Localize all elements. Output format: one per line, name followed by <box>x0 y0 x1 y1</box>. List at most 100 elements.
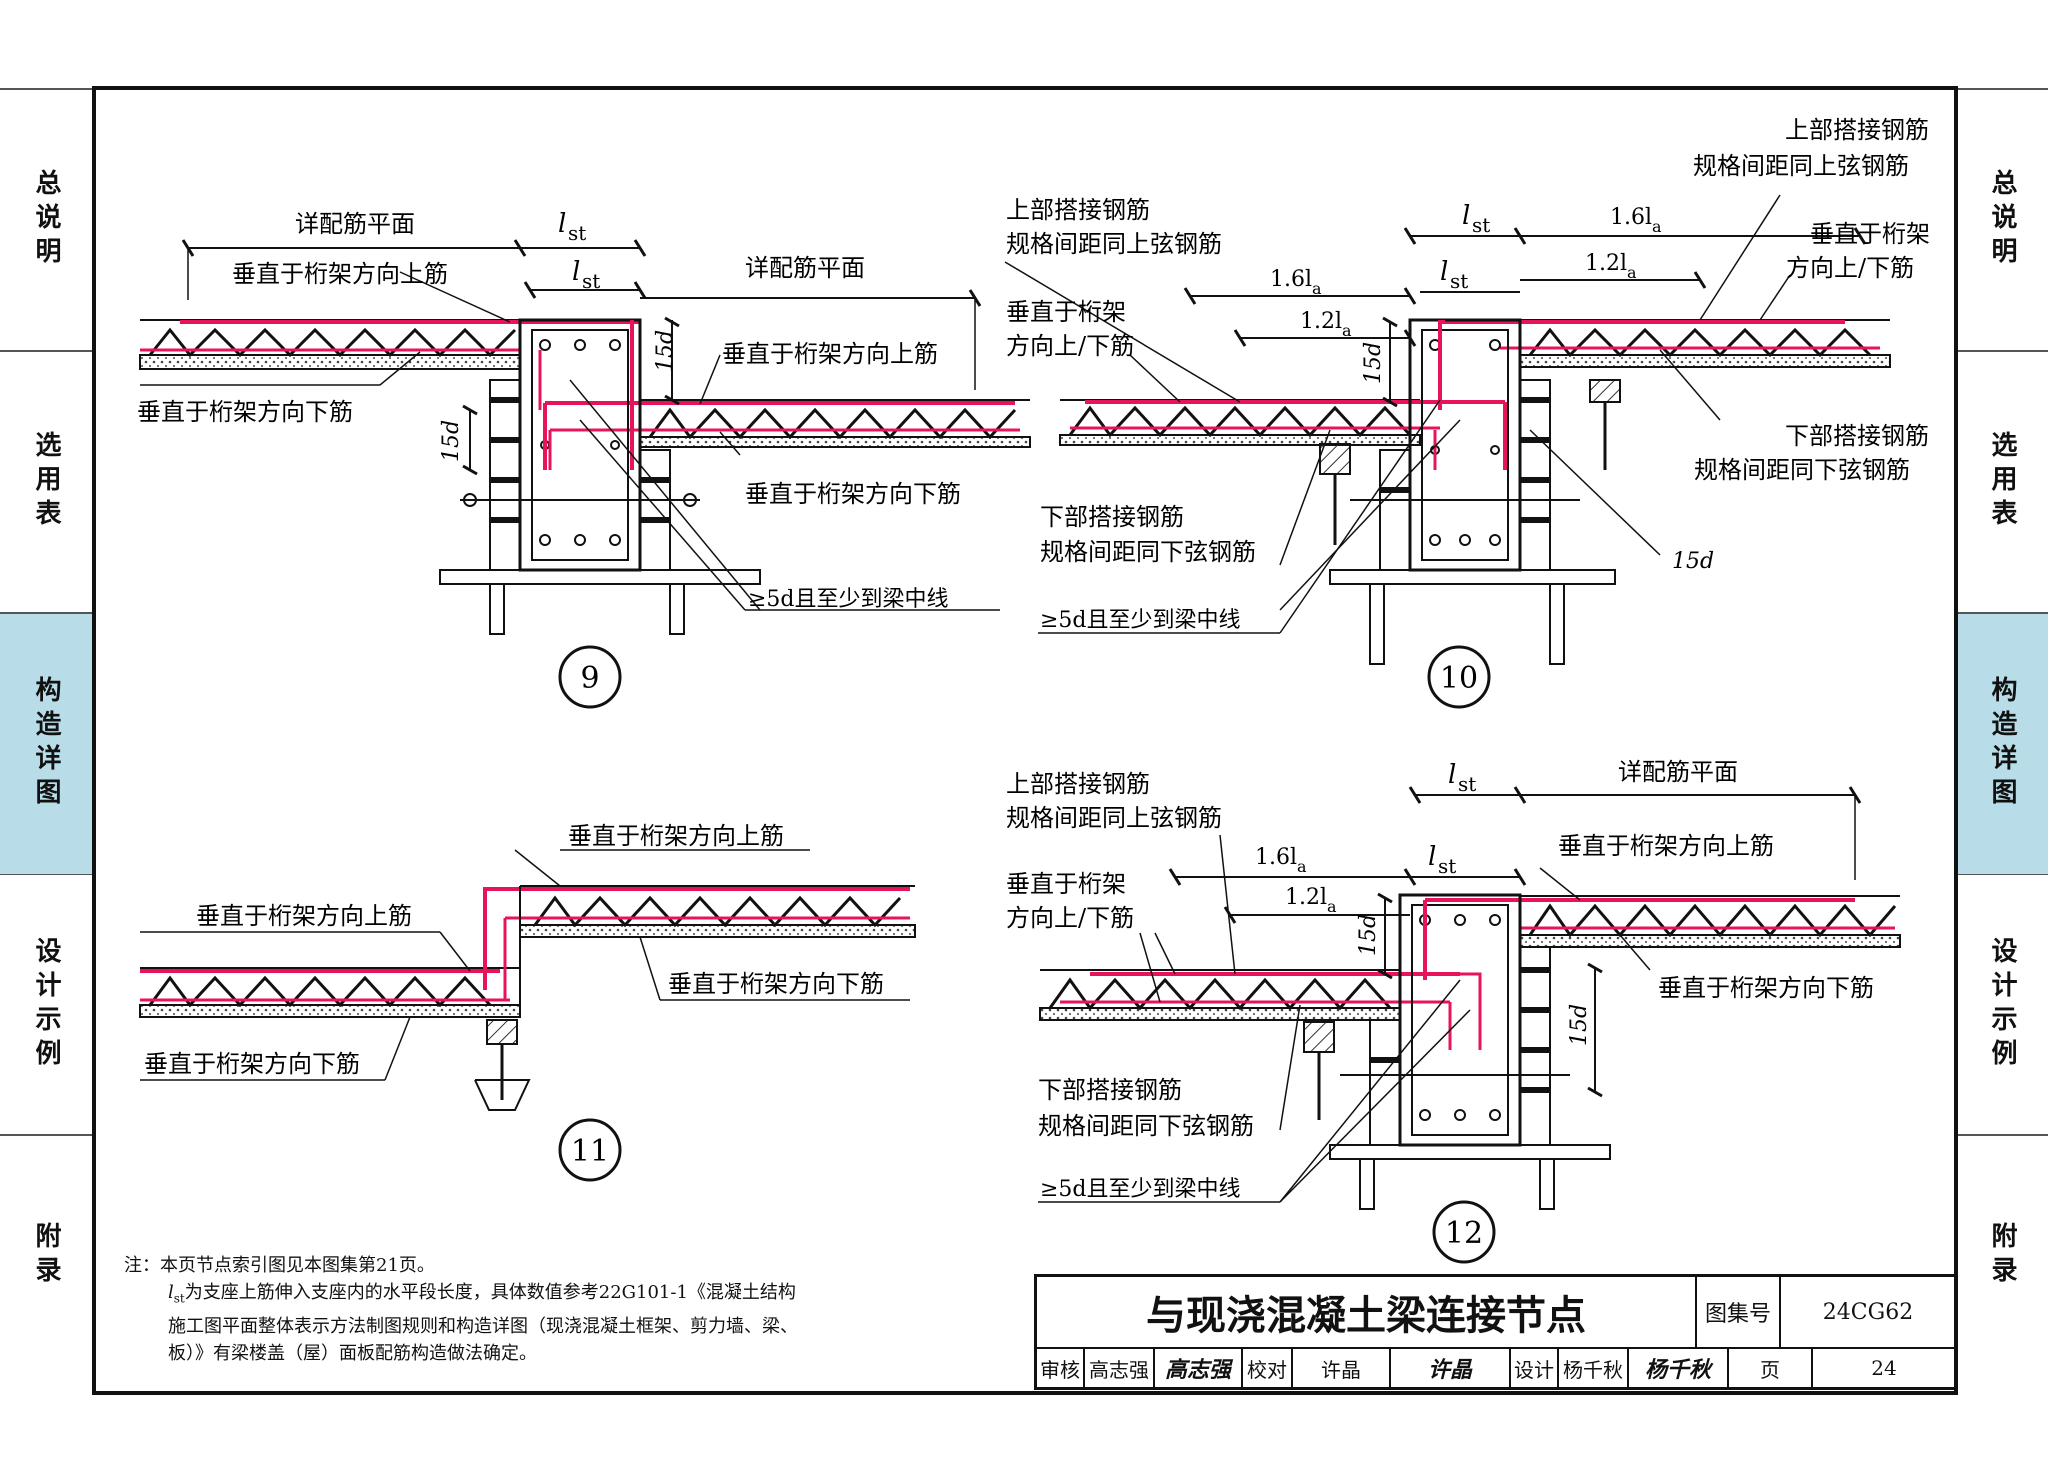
d12-lap-top-1: 上部搭接钢筋 <box>1006 770 1150 798</box>
tab-general[interactable]: 总说明 <box>0 90 92 350</box>
tab-label: 总说明 <box>31 169 61 271</box>
tab-appendix[interactable]: 附录 <box>0 1136 92 1376</box>
d12-dim-16la: 1.6l <box>1255 845 1297 870</box>
d10-dim-16la-right: 1.6l <box>1610 205 1652 230</box>
note-lst-sub: st <box>173 1291 185 1306</box>
detail-9 <box>139 239 1031 709</box>
d11-bottom-bar-right: 垂直于桁架方向下筋 <box>668 970 884 998</box>
detail-12 <box>1038 786 1901 1264</box>
tab-selection-right[interactable]: 选用表 <box>1956 352 2048 612</box>
tab-label: 附录 <box>1987 1222 2017 1290</box>
d10-dim-15d: 15d <box>1361 342 1386 384</box>
d10-number: 10 <box>1440 661 1478 696</box>
d9-lst-symbol: l <box>558 209 566 239</box>
d10-la-sub-2: a <box>1342 321 1352 340</box>
tab-label: 总说明 <box>1987 169 2017 271</box>
d10-lap-bot-left-2: 规格间距同下弦钢筋 <box>1040 538 1256 566</box>
reviewer-name: 高志强 <box>1085 1349 1155 1387</box>
d9-lst-symbol-2: l <box>572 257 580 287</box>
designer-signature: 杨千秋 <box>1629 1349 1729 1387</box>
d9-det-plane-right: 详配筋平面 <box>745 254 865 282</box>
d9-top-bar-left: 垂直于桁架方向上筋 <box>232 260 448 288</box>
tab-label: 附录 <box>31 1222 61 1290</box>
d10-truss-right-2: 方向上/下筋 <box>1786 254 1914 282</box>
review-label: 审核 <box>1037 1349 1085 1387</box>
reviewer-signature: 高志强 <box>1155 1349 1243 1387</box>
page-label: 页 <box>1729 1349 1813 1387</box>
d10-truss-left-1: 垂直于桁架 <box>1006 298 1126 326</box>
detail-10 <box>1004 194 1891 709</box>
d12-truss-2: 方向上/下筋 <box>1006 904 1134 932</box>
design-label: 设计 <box>1511 1349 1559 1387</box>
tab-design-example[interactable]: 设计示例 <box>0 875 92 1135</box>
d10-lst-symbol-2: l <box>1440 257 1448 287</box>
d10-la-sub: a <box>1312 279 1322 298</box>
drawing-title: 与现浇混凝土梁连接节点 <box>1037 1277 1697 1349</box>
d12-la-sub-2: a <box>1327 897 1337 916</box>
tab-label: 构造详图 <box>31 676 61 812</box>
d10-dim-15d-right: 15d <box>1672 549 1714 574</box>
title-block: 与现浇混凝土梁连接节点 图集号 24CG62 审核 高志强 高志强 校对 许晶 … <box>1034 1274 1958 1390</box>
d10-lst-sub: st <box>1472 213 1490 237</box>
d9-top-bar-right: 垂直于桁架方向上筋 <box>722 340 938 368</box>
d10-truss-left-2: 方向上/下筋 <box>1006 332 1134 360</box>
tab-details-right[interactable]: 构造详图 <box>1956 614 2048 874</box>
d11-bottom-bar-left: 垂直于桁架方向下筋 <box>144 1050 360 1078</box>
note-line-2: lst为支座上筋伸入支座内的水平段长度，具体数值参考22G101-1《混凝土结构 <box>124 1279 1024 1313</box>
d12-lap-bot-1: 下部搭接钢筋 <box>1038 1076 1182 1104</box>
d12-anchor-note: ≥5d且至少到梁中线 <box>1040 1177 1241 1202</box>
d9-lst-sub: st <box>568 221 586 245</box>
d9-dim-15d-b: 15d <box>439 420 464 462</box>
tab-label: 构造详图 <box>1987 676 2017 812</box>
tab-label: 设计示例 <box>1987 937 2017 1073</box>
d12-lst-symbol-2: l <box>1428 842 1436 872</box>
d12-dim-15d-a: 15d <box>1356 914 1381 956</box>
d10-lap-bot-left-1: 下部搭接钢筋 <box>1040 503 1184 531</box>
d10-la-sub-4: a <box>1627 263 1637 282</box>
d9-dim-15d-a: 15d <box>653 330 678 372</box>
tab-label: 选用表 <box>31 431 61 533</box>
d9-bottom-bar-right: 垂直于桁架方向下筋 <box>745 480 961 508</box>
d10-lap-bot-right-2: 规格间距同下弦钢筋 <box>1694 456 1910 484</box>
d12-dim-12la: 1.2l <box>1285 885 1327 910</box>
d10-anchor-note: ≥5d且至少到梁中线 <box>1040 608 1241 633</box>
atlas-label: 图集号 <box>1697 1277 1781 1349</box>
d12-dim-15d-b: 15d <box>1567 1004 1592 1046</box>
designer-name: 杨千秋 <box>1559 1349 1629 1387</box>
checker-name: 许晶 <box>1293 1349 1391 1387</box>
d10-lap-top-right-1: 上部搭接钢筋 <box>1785 116 1929 144</box>
page-number: 24 <box>1871 1356 1897 1380</box>
tab-label: 选用表 <box>1987 431 2017 533</box>
d12-number: 12 <box>1445 1216 1483 1251</box>
d9-number: 9 <box>580 661 599 696</box>
d10-la-sub-3: a <box>1652 217 1662 236</box>
note-line-1: 注：本页节点索引图见本图集第21页。 <box>124 1255 435 1276</box>
detail-11 <box>139 849 916 1182</box>
d10-dim-12la-right: 1.2l <box>1585 251 1627 276</box>
tab-details[interactable]: 构造详图 <box>0 614 92 874</box>
note-lst-symbol: l <box>168 1282 174 1303</box>
tab-appendix-right[interactable]: 附录 <box>1956 1136 2048 1376</box>
d9-bottom-bar-left: 垂直于桁架方向下筋 <box>137 398 353 426</box>
d10-lap-top-left-2: 规格间距同上弦钢筋 <box>1006 230 1222 258</box>
d12-bottom-bar: 垂直于桁架方向下筋 <box>1658 974 1874 1002</box>
d10-truss-right-1: 垂直于桁架 <box>1810 220 1930 248</box>
atlas-number: 24CG62 <box>1781 1277 1955 1349</box>
d12-lap-bot-2: 规格间距同下弦钢筋 <box>1038 1112 1254 1140</box>
tab-selection[interactable]: 选用表 <box>0 352 92 612</box>
checker-signature: 许晶 <box>1391 1349 1511 1387</box>
d10-dim-16la: 1.6l <box>1270 267 1312 292</box>
d12-lst-symbol: l <box>1448 760 1456 790</box>
d9-det-plane-left: 详配筋平面 <box>295 210 415 238</box>
d12-lst-sub-2: st <box>1438 854 1456 878</box>
d9-anchor-note: ≥5d且至少到梁中线 <box>748 587 949 612</box>
d11-top-bar-left: 垂直于桁架方向上筋 <box>196 902 412 930</box>
d10-lst-sub-2: st <box>1450 269 1468 293</box>
d10-lap-top-left-1: 上部搭接钢筋 <box>1006 196 1150 224</box>
tab-design-example-right[interactable]: 设计示例 <box>1956 875 2048 1135</box>
tab-label: 设计示例 <box>31 937 61 1073</box>
d12-truss-1: 垂直于桁架 <box>1006 870 1126 898</box>
sheet-border <box>92 86 1958 1395</box>
tab-general-right[interactable]: 总说明 <box>1956 90 2048 350</box>
